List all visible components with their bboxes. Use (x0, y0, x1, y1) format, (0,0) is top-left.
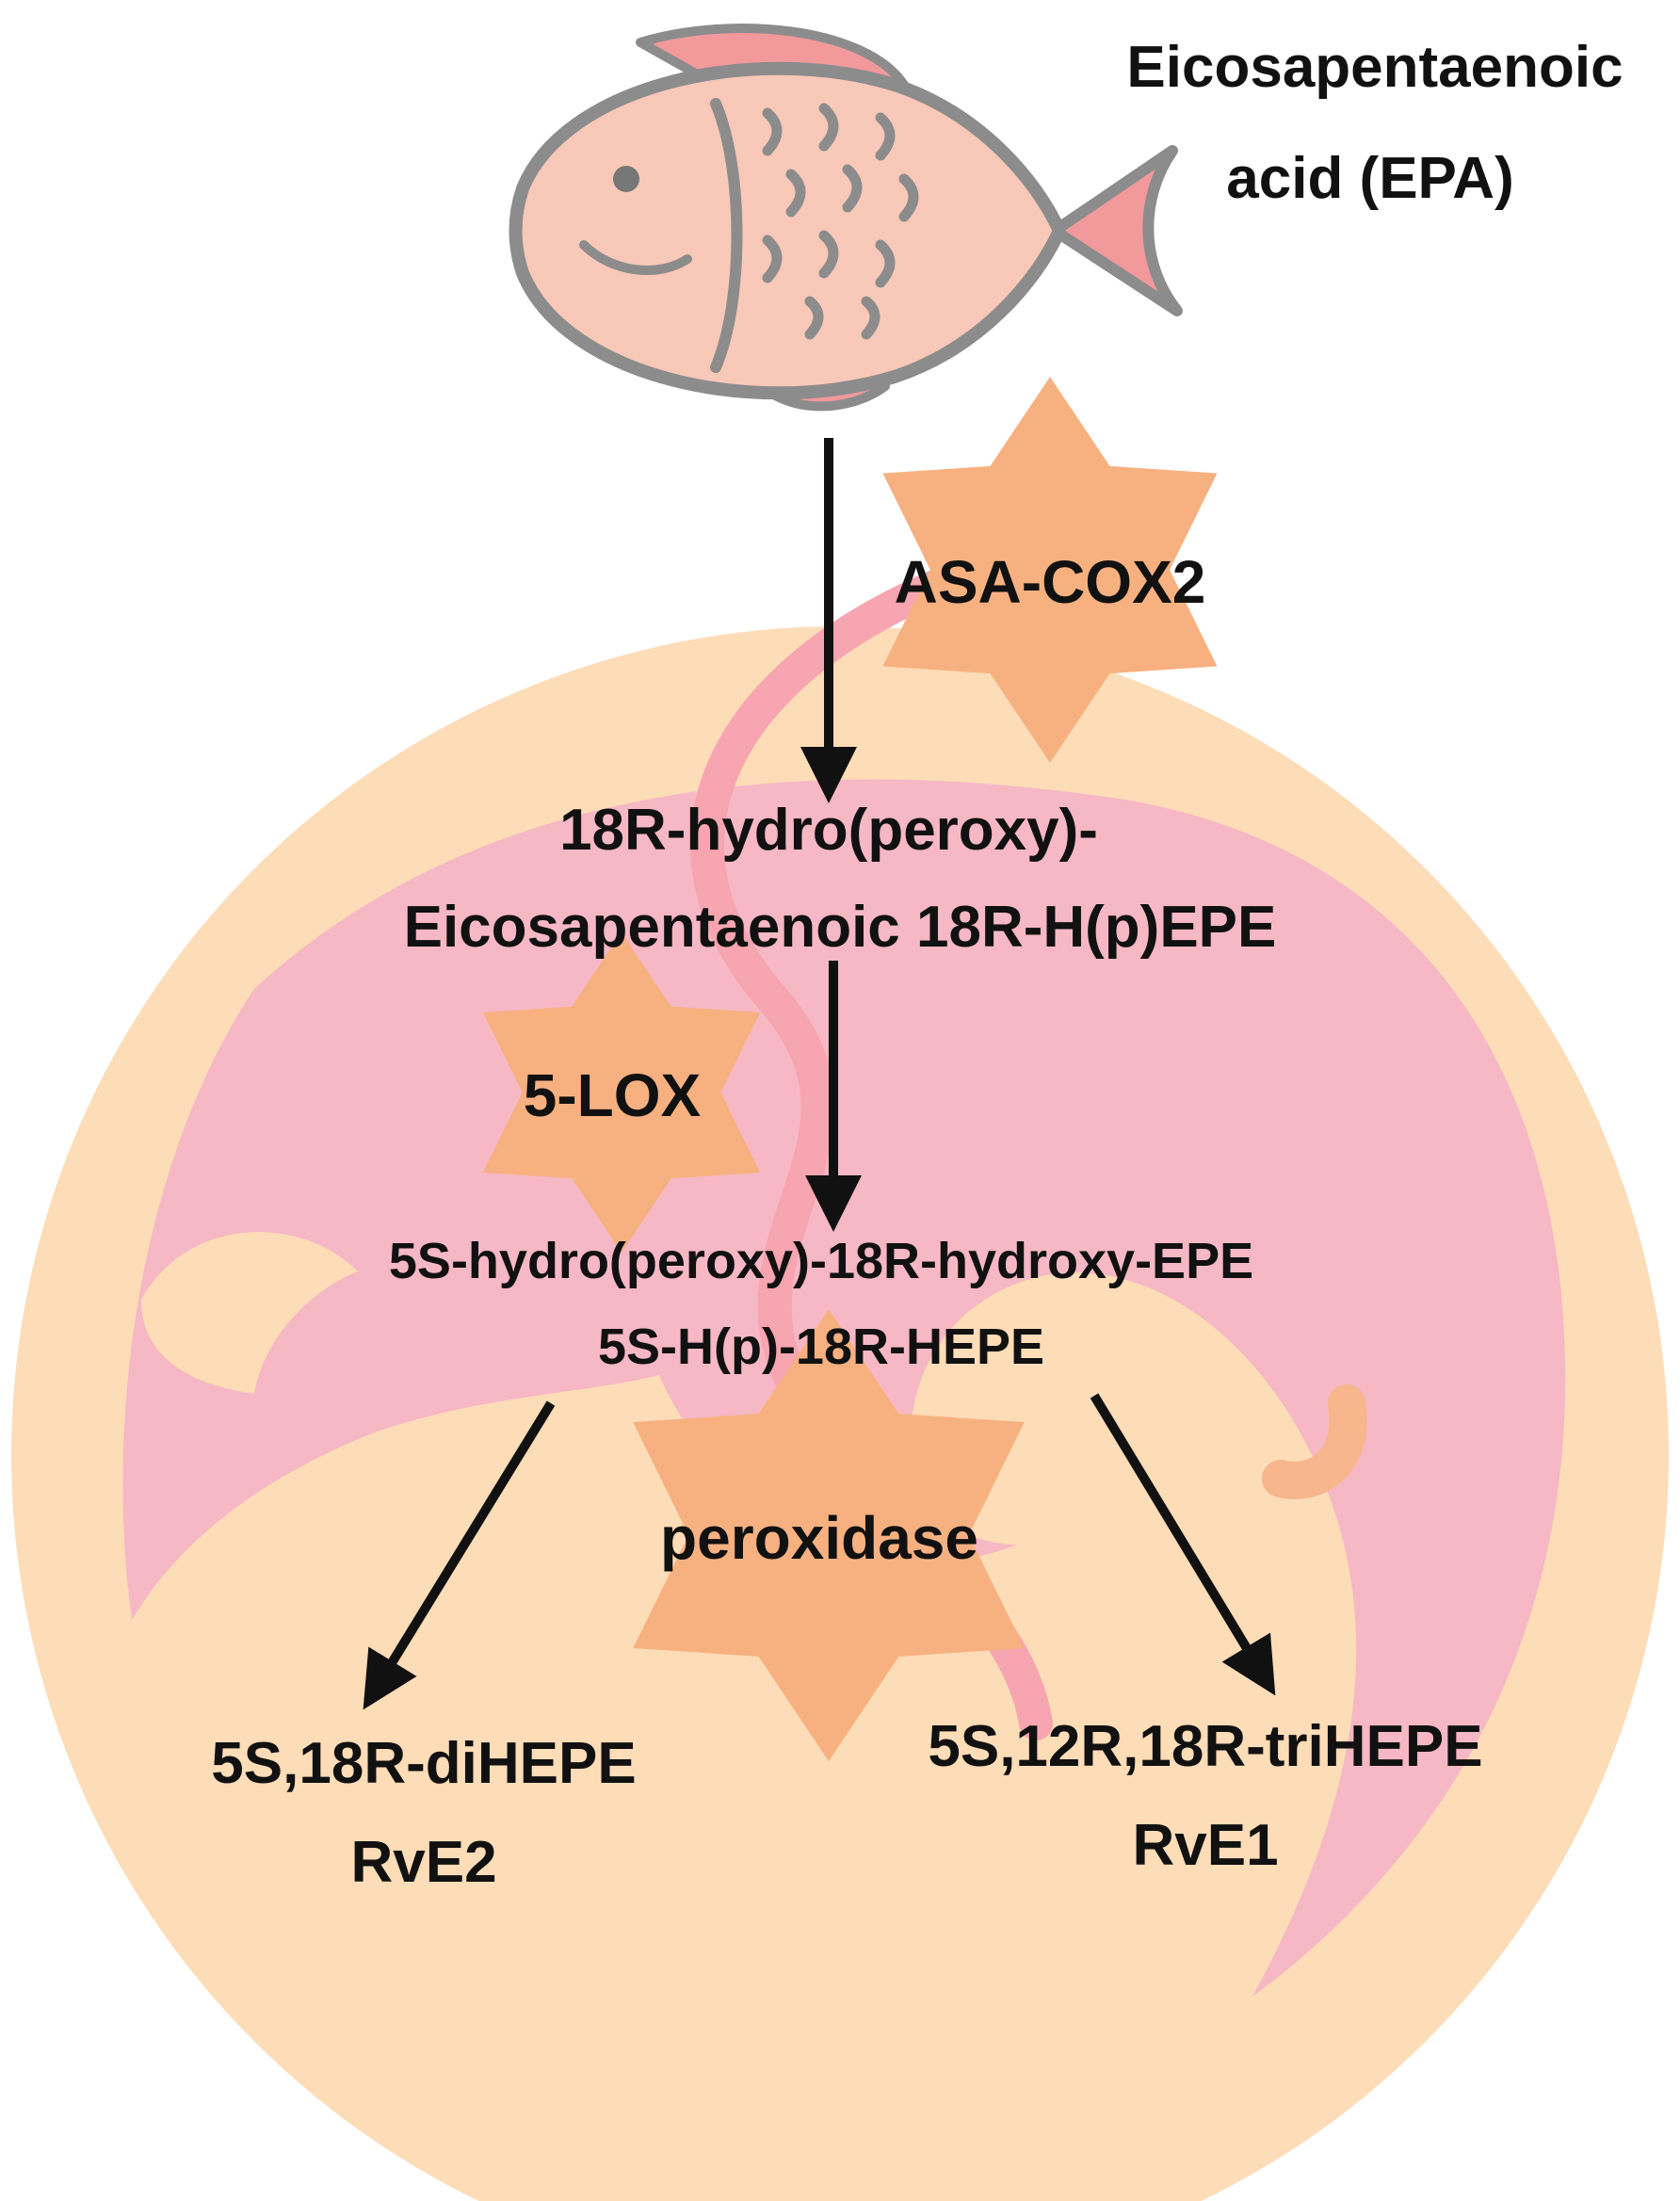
cell-organelle-hook (1262, 1384, 1367, 1499)
substrate-label-line1: Eicosapentaenoic (1126, 35, 1623, 100)
enzyme-label-peroxidase: peroxidase (660, 1504, 978, 1572)
product-right-label-line2: RvE1 (1132, 1813, 1278, 1878)
arrow-to-rve2 (363, 1400, 556, 1710)
product-left-label-line1: 5S,18R-diHEPE (211, 1731, 636, 1796)
intermediate2-label-line2: 5S-H(p)-18R-HEPE (598, 1319, 1044, 1375)
substrate-label-line2: acid (EPA) (1226, 146, 1513, 211)
product-left-label-line2: RvE2 (350, 1830, 496, 1895)
intermediate2-label-line1: 5S-hydro(peroxy)-18R-hydroxy-EPE (389, 1233, 1253, 1289)
fish-icon (509, 24, 1183, 412)
enzyme-star-peroxidase (633, 1309, 1025, 1761)
enzyme-label-cox: ASA-COX2 (895, 548, 1206, 616)
fish-mouth (579, 240, 692, 275)
enzyme-label-lox: 5-LOX (524, 1061, 702, 1129)
fish-scales (762, 103, 919, 340)
cell-organelle-curl (141, 1232, 358, 1394)
fish-body (509, 61, 1066, 400)
fish-eye (613, 166, 639, 192)
intermediate1-label-line2: Eicosapentaenoic 18R-H(p)EPE (404, 895, 1277, 960)
fish-gill (710, 98, 743, 373)
enzyme-star-cox (882, 377, 1218, 763)
fish-tail (1049, 145, 1183, 316)
enzyme-star-lox (482, 932, 761, 1253)
intermediate1-label-line1: 18R-hydro(peroxy)- (559, 798, 1098, 863)
arrow-to-rve1 (1090, 1393, 1276, 1696)
product-right-label-line1: 5S,12R,18R-triHEPE (928, 1714, 1482, 1779)
